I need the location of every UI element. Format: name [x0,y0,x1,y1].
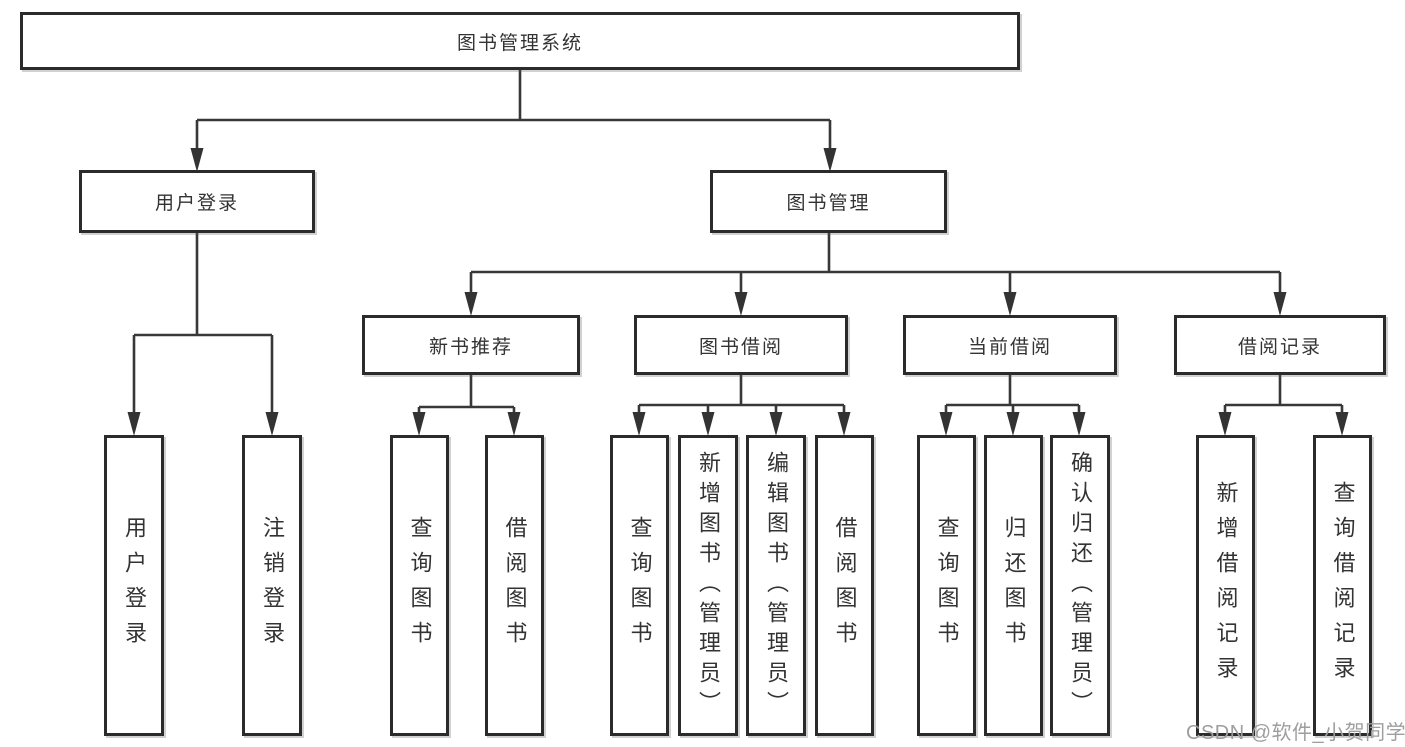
leaf-label: 新增图书（管理员） [696,450,721,721]
node-borrow-record: 借阅记录 [1174,315,1386,375]
leaf-label: 用户登录 [122,515,147,656]
leaf-query-books-current: 查询图书 [917,435,976,736]
leaf-query-borrow-record: 查询借阅记录 [1313,435,1372,736]
leaf-user-login: 用户登录 [104,435,164,736]
node-label: 借阅记录 [1237,336,1322,358]
leaf-label: 注销登录 [260,515,285,656]
leaf-borrow-books: 借阅图书 [815,435,874,736]
leaf-label: 查询图书 [934,515,960,656]
leaf-label: 借阅图书 [832,515,858,656]
node-label: 图书借阅 [698,336,783,358]
leaf-borrow-books-recommend: 借阅图书 [485,435,544,736]
node-user-login: 用户登录 [79,170,315,233]
leaf-label: 借阅图书 [502,515,528,656]
leaf-label: 编辑图书（管理员） [764,450,789,721]
leaf-label: 查询图书 [407,515,433,656]
node-new-book-recommend: 新书推荐 [362,315,580,375]
leaf-label: 归还图书 [1001,515,1027,656]
leaf-label: 新增借阅记录 [1213,480,1239,691]
leaf-query-books-recommend: 查询图书 [390,435,449,736]
leaf-edit-books-admin: 编辑图书（管理员） [746,435,806,736]
leaf-label: 确认归还（管理员） [1068,450,1093,721]
leaf-add-borrow-record: 新增借阅记录 [1196,435,1255,736]
leaf-logout: 注销登录 [242,435,302,736]
csdn-watermark: CSDN @软件_小贺同学 [1186,722,1405,744]
leaf-return-books: 归还图书 [984,435,1043,736]
node-label: 用户登录 [154,193,239,214]
node-book-borrow: 图书借阅 [634,315,848,375]
leaf-confirm-return-admin: 确认归还（管理员） [1050,435,1110,736]
node-label: 图书管理 [786,193,871,214]
node-current-borrow: 当前借阅 [903,315,1117,375]
leaf-label: 查询借阅记录 [1330,480,1356,691]
node-book-management: 图书管理 [710,170,947,233]
leaf-label: 查询图书 [627,515,653,656]
leaf-add-books-admin: 新增图书（管理员） [678,435,738,736]
node-root-library-system: 图书管理系统 [20,12,1020,70]
node-label: 图书管理系统 [456,32,583,54]
node-label: 新书推荐 [428,336,513,358]
leaf-query-books-borrow: 查询图书 [610,435,669,736]
node-label: 当前借阅 [967,336,1052,358]
